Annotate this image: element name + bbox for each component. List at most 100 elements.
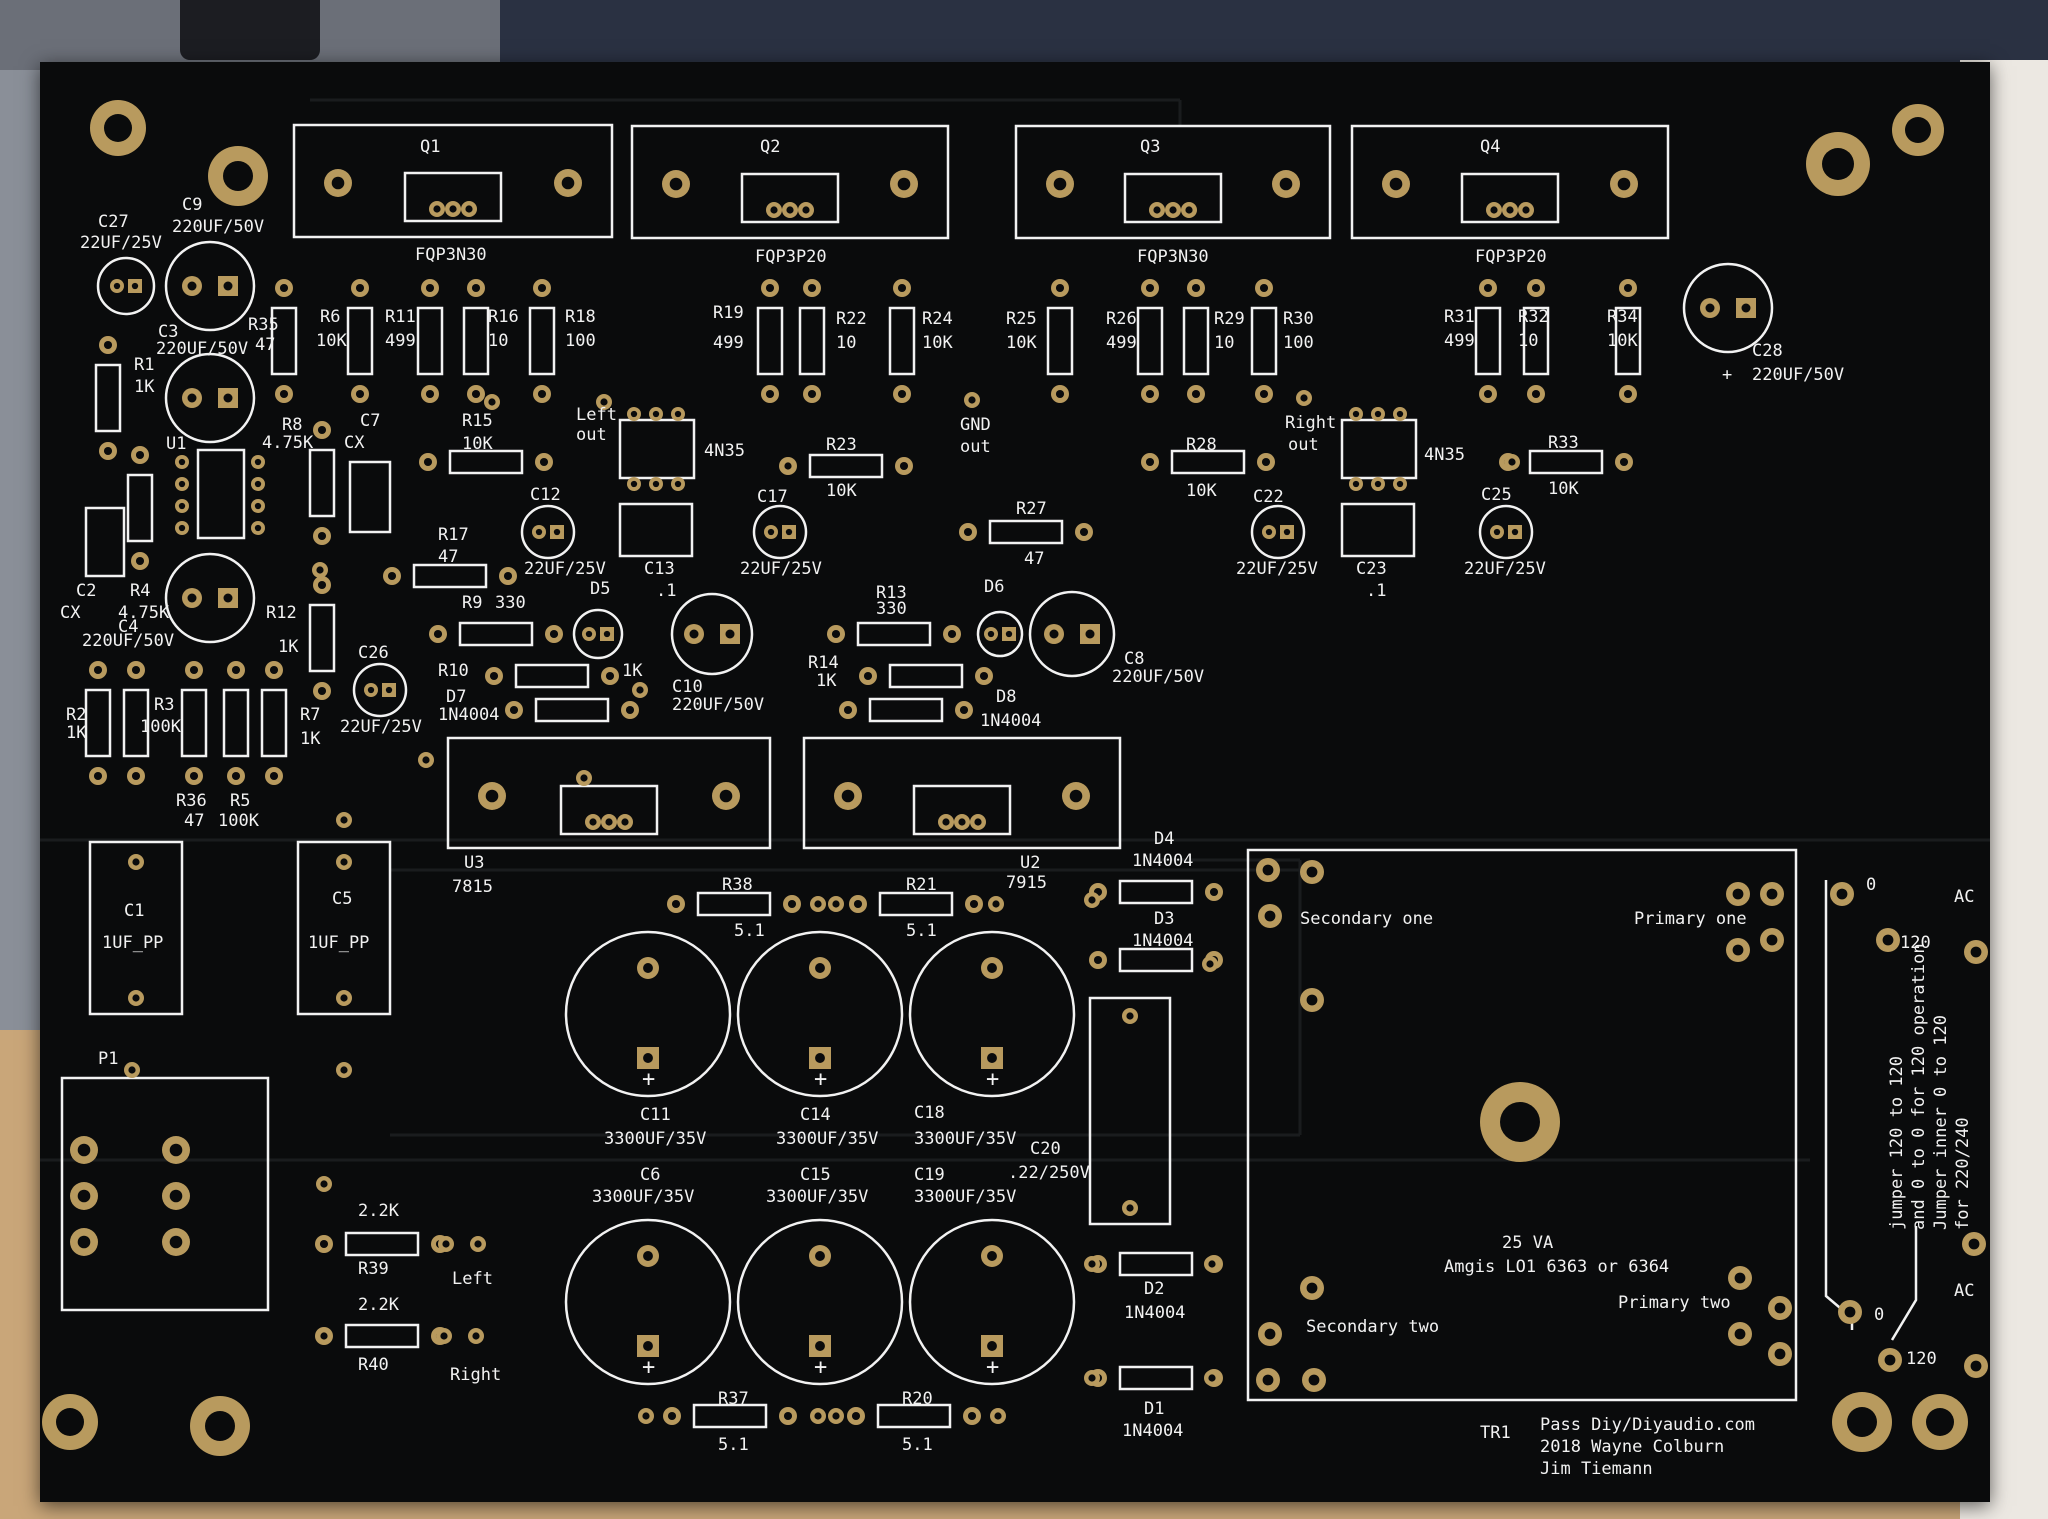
silk-label: R14 <box>808 653 839 673</box>
pad-hole <box>992 900 1000 908</box>
silk-label: R37 <box>718 1389 749 1409</box>
silk-label: R19 <box>713 303 744 323</box>
silk-label: C1 <box>124 901 144 921</box>
silk-label: out <box>960 437 991 457</box>
to220-q4-outline <box>1350 124 1670 240</box>
silk-label: CX <box>60 603 81 623</box>
pad-hole <box>643 963 653 973</box>
silk-label: D1 <box>1144 1399 1164 1419</box>
resistor-horizontal <box>878 891 954 917</box>
pad-hole <box>440 1332 448 1340</box>
pad-hole <box>1734 1272 1746 1284</box>
silk-label: 220UF/50V <box>1752 365 1844 385</box>
silk-label: R3 <box>154 695 174 715</box>
pad-hole <box>1208 1260 1216 1268</box>
pad-hole <box>1774 1348 1786 1360</box>
silk-label: D7 <box>446 687 466 707</box>
pad-hole <box>1511 528 1519 536</box>
to220-q2-outline <box>630 124 950 240</box>
pad-hole <box>969 899 979 909</box>
silk-label: 10 <box>1518 331 1538 351</box>
pad-hole <box>1352 410 1360 418</box>
silk-label: R22 <box>836 309 867 329</box>
silk-label: C27 <box>98 212 129 232</box>
silk-label: 1K <box>278 637 299 657</box>
silk-label: C28 <box>1752 341 1783 361</box>
resistor-horizontal <box>412 563 488 589</box>
pad-hole <box>643 1251 653 1261</box>
optocoupler-outline <box>1340 418 1418 480</box>
pad-hole <box>503 571 513 581</box>
pad-hole <box>387 571 397 581</box>
pad-hole <box>1306 994 1318 1006</box>
pad-hole <box>509 705 519 715</box>
resistor-vertical <box>528 306 556 376</box>
resistor-horizontal <box>514 663 590 689</box>
pad-hole <box>786 206 794 214</box>
pad-hole <box>851 1411 861 1421</box>
silk-label: 120 <box>1906 1349 1937 1369</box>
resistor-vertical <box>1614 306 1642 376</box>
pad-hole <box>1053 177 1067 191</box>
silk-label: 47 <box>184 811 204 831</box>
silk-label: Right <box>1285 413 1336 433</box>
resistor-horizontal <box>1118 1365 1194 1391</box>
silk-label: 47 <box>438 547 458 567</box>
jumper-note: Jumper inner 0 to 120 <box>1931 1015 1951 1230</box>
silk-label: 499 <box>713 333 744 353</box>
silk-label: R5 <box>230 791 250 811</box>
silk-label: 3300UF/35V <box>766 1187 868 1207</box>
pad-hole <box>899 461 909 471</box>
pad-hole <box>987 630 995 638</box>
polarity-mark: + <box>642 1355 655 1380</box>
pad-hole <box>320 1332 328 1340</box>
silk-label: 3300UF/35V <box>604 1129 706 1149</box>
pad-hole <box>1049 629 1059 639</box>
silk-label: 220UF/50V <box>156 339 248 359</box>
silk-label: R4 <box>130 581 150 601</box>
silk-label: 2.2K <box>358 1201 400 1221</box>
silk-label: 1K <box>134 377 155 397</box>
pad-hole <box>967 1411 977 1421</box>
silk-label: R29 <box>1214 309 1245 329</box>
silk-label: C25 <box>1481 485 1512 505</box>
pad-hole <box>187 393 197 403</box>
silk-label: .1 <box>656 581 676 601</box>
silk-label: FQP3P20 <box>1475 247 1547 267</box>
pad-hole <box>863 671 873 681</box>
silk-label: R7 <box>300 705 320 725</box>
mounting-hole-center <box>1926 1408 1954 1436</box>
laptop-key <box>180 0 320 60</box>
mounting-hole-center <box>1905 117 1931 143</box>
pad-hole <box>1882 934 1894 946</box>
pad-hole <box>674 480 682 488</box>
silk-label: Q4 <box>1480 137 1500 157</box>
resistor-horizontal <box>448 449 524 475</box>
pad-hole <box>1483 283 1493 293</box>
pad-hole <box>549 629 559 639</box>
silk-label: Q2 <box>760 137 780 157</box>
pad-hole <box>425 283 435 293</box>
pad-hole <box>643 1341 653 1351</box>
pad-hole <box>422 756 430 764</box>
pad-hole <box>689 629 699 639</box>
silk-label: 1N4004 <box>1132 931 1193 951</box>
silk-label: 1K <box>816 671 837 691</box>
pad-hole <box>765 283 775 293</box>
silk-label: 1N4004 <box>1124 1303 1185 1323</box>
pad-hole <box>1145 457 1155 467</box>
pad-hole <box>1306 866 1318 878</box>
resistor-vertical <box>798 306 826 376</box>
pad-hole <box>1279 177 1293 191</box>
pad-hole <box>169 1189 183 1203</box>
pad-hole <box>652 480 660 488</box>
pad-hole <box>643 1053 653 1063</box>
resistor-horizontal <box>868 697 944 723</box>
silk-label: 4N35 <box>1424 445 1465 465</box>
radial-cap <box>572 608 624 660</box>
silk-label: C2 <box>76 581 96 601</box>
silk-label: R35 <box>248 315 279 335</box>
pad-hole <box>815 1341 825 1351</box>
pad-hole <box>223 281 233 291</box>
pad-hole <box>815 1251 825 1261</box>
